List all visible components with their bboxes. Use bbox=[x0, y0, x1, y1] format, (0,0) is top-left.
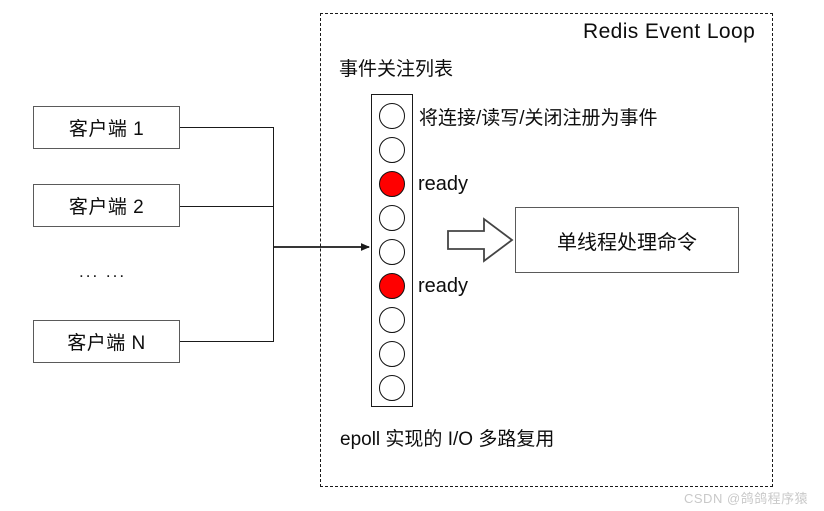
ready-label-slot-3: ready bbox=[418, 173, 469, 195]
client-box-1-label: 客户端 1 bbox=[68, 119, 145, 140]
connector-client-1 bbox=[180, 127, 274, 128]
event-watch-list-title: 事件关注列表 bbox=[339, 59, 454, 80]
event-slot-7[interactable] bbox=[379, 307, 405, 333]
connector-client-2 bbox=[180, 206, 274, 207]
event-watch-list-column bbox=[371, 94, 413, 407]
client-box-1: 客户端 1 bbox=[33, 106, 180, 149]
event-slot-5[interactable] bbox=[379, 239, 405, 265]
client-box-n: 客户端 N bbox=[33, 320, 180, 363]
client-box-2-label: 客户端 2 bbox=[68, 197, 145, 218]
single-thread-box-label: 单线程处理命令 bbox=[557, 231, 697, 254]
connector-client-n bbox=[180, 341, 274, 342]
client-ellipsis-label: ... ... bbox=[79, 262, 127, 281]
client-box-2: 客户端 2 bbox=[33, 184, 180, 227]
event-slot-2[interactable] bbox=[379, 137, 405, 163]
event-slot-1[interactable] bbox=[379, 103, 405, 129]
client-box-n-label: 客户端 N bbox=[67, 333, 146, 354]
connector-vertical-bus bbox=[273, 127, 274, 342]
register-event-caption: 将连接/读写/关闭注册为事件 bbox=[419, 108, 658, 129]
event-slot-8[interactable] bbox=[379, 341, 405, 367]
single-thread-process-box: 单线程处理命令 bbox=[515, 207, 739, 273]
event-slot-9[interactable] bbox=[379, 375, 405, 401]
redis-event-loop-title: Redis Event Loop bbox=[583, 20, 756, 43]
csdn-watermark: CSDN @鸽鸽程序猿 bbox=[684, 491, 809, 506]
ready-label-slot-6: ready bbox=[418, 275, 469, 297]
event-slot-6[interactable] bbox=[379, 273, 405, 299]
event-slot-4[interactable] bbox=[379, 205, 405, 231]
event-slot-3[interactable] bbox=[379, 171, 405, 197]
redis-event-loop-container bbox=[320, 13, 773, 487]
epoll-multiplexing-caption: epoll 实现的 I/O 多路复用 bbox=[340, 429, 555, 450]
